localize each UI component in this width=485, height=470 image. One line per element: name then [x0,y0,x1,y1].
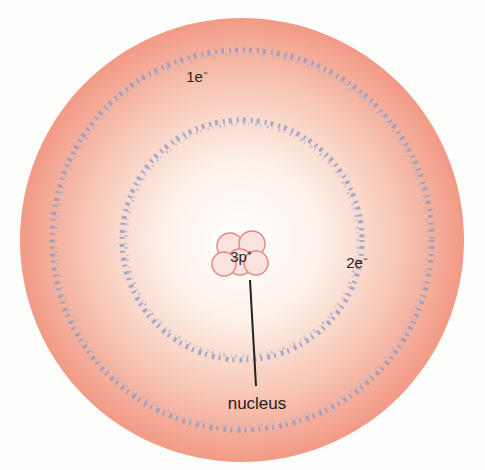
atom-sphere [20,18,464,462]
leader-line [250,280,256,386]
outer-shell-texture [56,54,428,426]
electron-count: 2e⁻ [346,255,368,270]
outer-shell [52,50,432,430]
proton-count: 3p⁺ [230,249,252,264]
part-label: nucleus [228,395,287,412]
electron-count: 1e⁻ [186,69,208,84]
inner-shell [122,120,362,360]
inner-shell-texture [126,124,358,356]
nucleus-particles [212,231,268,276]
